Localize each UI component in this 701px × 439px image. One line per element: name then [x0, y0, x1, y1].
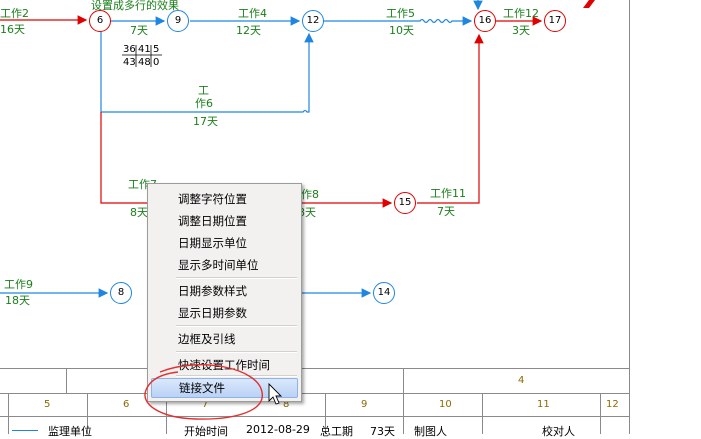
label-work9: 工作9 [4, 278, 33, 291]
node-17[interactable]: 17 [544, 10, 566, 32]
timescale-col: 12 [606, 399, 619, 410]
days-work5: 10天 [389, 24, 414, 37]
days-work7: 8天 [130, 206, 148, 219]
col-divider [87, 393, 88, 434]
param-cell: 48 [138, 57, 151, 68]
node-14[interactable]: 14 [373, 282, 395, 304]
menu-item-show-date-params[interactable]: 显示日期参数 [178, 306, 247, 320]
timescale-col: 11 [537, 399, 550, 410]
timescale-line-2 [0, 393, 630, 394]
context-menu: 调整字符位置 调整日期位置 日期显示单位 显示多时间单位 日期参数样式 显示日期… [147, 183, 302, 402]
timescale-col: 8 [283, 399, 290, 410]
menu-separator [176, 277, 297, 279]
col-divider [482, 393, 483, 434]
menu-item-border-and-leader[interactable]: 边框及引线 [178, 332, 236, 346]
arrow-work5[interactable] [323, 16, 473, 26]
menu-item-link-file[interactable]: 链接文件 [151, 378, 298, 398]
param-cell: 36 [123, 44, 136, 55]
timescale-line-3 [0, 416, 630, 417]
days-work8: 8天 [298, 206, 316, 219]
caption-multiline: 设置成多行的效果 [91, 0, 179, 12]
days-work12: 3天 [512, 24, 530, 37]
timescale-tick [66, 368, 67, 393]
menu-item-date-param-style[interactable]: 日期参数样式 [178, 284, 247, 298]
param-cell: 43 [123, 57, 136, 68]
days-6-9: 7天 [130, 24, 148, 37]
node-6[interactable]: 6 [89, 10, 111, 32]
footer-start-date: 2012-08-29 [246, 423, 310, 436]
menu-item-adjust-date-position[interactable]: 调整日期位置 [178, 214, 247, 228]
label-work4: 工作4 [238, 7, 267, 20]
col-divider [600, 393, 601, 434]
timescale-col: 7 [202, 399, 209, 410]
menu-item-adjust-char-position[interactable]: 调整字符位置 [178, 192, 247, 206]
menu-item-date-display-unit[interactable]: 日期显示单位 [178, 236, 247, 250]
menu-item-quick-set-work-time[interactable]: 快速设置工作时间 [178, 358, 270, 372]
node-12[interactable]: 12 [302, 10, 324, 32]
label-work6-line1: 工 [198, 84, 209, 97]
arrow-work6[interactable] [100, 32, 314, 113]
days-work6: 17天 [193, 115, 218, 128]
menu-separator [176, 351, 297, 353]
arrow-work11[interactable] [417, 33, 484, 204]
label-work5: 工作5 [386, 7, 415, 20]
node-9[interactable]: 9 [167, 10, 189, 32]
timescale-col: 10 [439, 399, 452, 410]
timescale-col: 6 [123, 399, 130, 410]
param-cell: 41 [138, 44, 151, 55]
col-divider [403, 393, 404, 434]
days-work2: 16天 [0, 23, 25, 36]
timescale-line-1 [0, 368, 630, 369]
param-cell: 0 [153, 57, 160, 68]
days-work4: 12天 [236, 24, 261, 37]
timescale-upper-value: 4 [518, 375, 525, 386]
label-work6-line2: 作6 [195, 97, 213, 110]
mouse-cursor-icon [268, 382, 283, 405]
col-divider [8, 393, 9, 434]
label-work2: 工作2 [0, 7, 29, 20]
arrow-work7 [100, 112, 150, 204]
red-circle-annotation [144, 364, 263, 420]
col-divider [166, 393, 167, 434]
timescale-col: 5 [44, 399, 51, 410]
page-border-right [629, 0, 630, 434]
label-work12: 工作12 [503, 7, 539, 20]
param-cell: 5 [153, 44, 160, 55]
col-divider [325, 393, 326, 434]
node-15[interactable]: 15 [394, 192, 416, 214]
node-16[interactable]: 16 [474, 10, 496, 32]
legend-arrow [12, 430, 38, 431]
days-work11: 7天 [437, 205, 455, 218]
timescale-tick [403, 368, 404, 393]
menu-item-show-multi-time-units[interactable]: 显示多时间单位 [178, 258, 259, 272]
days-work9: 18天 [5, 294, 30, 307]
timescale-col: 9 [361, 399, 368, 410]
label-work11: 工作11 [430, 187, 466, 200]
node-8[interactable]: 8 [110, 282, 132, 304]
red-flag-shape [583, 0, 595, 8]
menu-separator [176, 325, 297, 327]
menu-separator [176, 375, 297, 377]
